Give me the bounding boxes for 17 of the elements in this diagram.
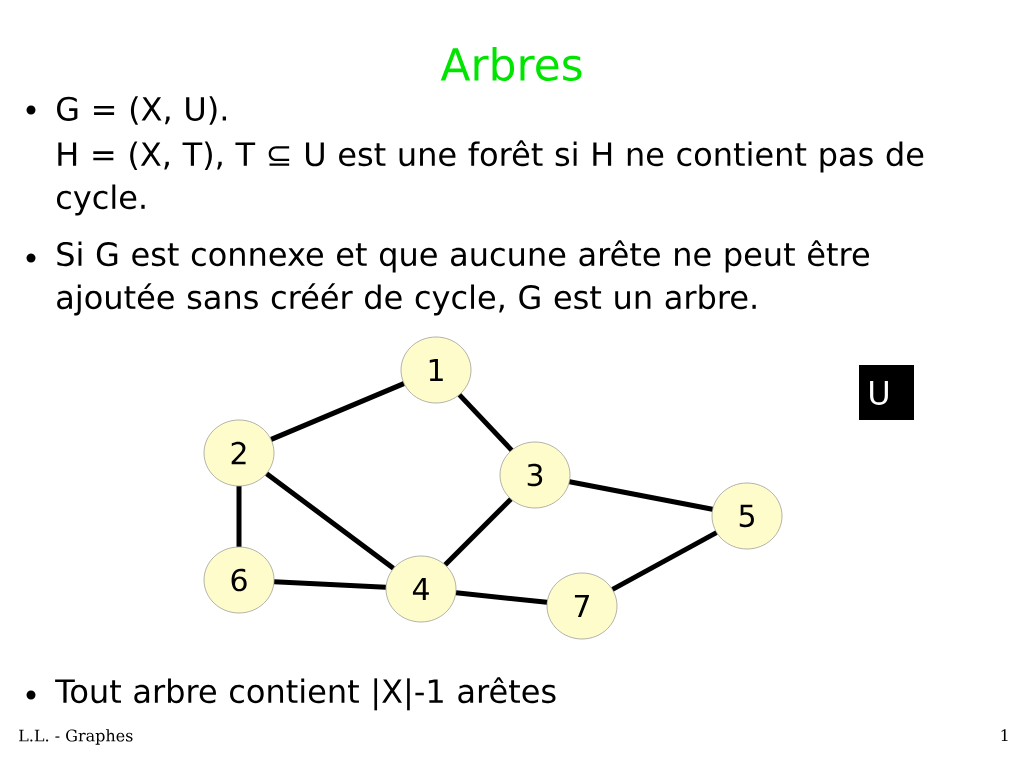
- page-number: 1: [1001, 729, 1008, 742]
- edge-line: [265, 471, 395, 571]
- edge-line: [443, 497, 513, 567]
- edge-line: [569, 479, 713, 512]
- edge-line: [455, 590, 548, 605]
- edge-line: [274, 579, 386, 590]
- edge-line: [270, 381, 405, 442]
- edge-line: [457, 393, 514, 452]
- edge-line: [236, 486, 242, 547]
- bullet-text: H = (X, T), T ⊆ U est une forêt si H ne contient pas de cycle.: [57, 140, 924, 216]
- slide-title: Arbres: [440, 47, 582, 82]
- bullet-text: Tout arbre contient |X|-1 arêtes: [55, 677, 556, 711]
- edge-line: [611, 530, 718, 592]
- bullet-text: Si G est connexe et que aucune arête ne peut être ajoutée sans créér de cycle, G est un arbre.: [57, 240, 869, 316]
- footer-text: L.L. - Graphes: [19, 729, 133, 745]
- cropped-label: U: [859, 365, 914, 420]
- bullet-text: G = (X, U).: [57, 96, 226, 125]
